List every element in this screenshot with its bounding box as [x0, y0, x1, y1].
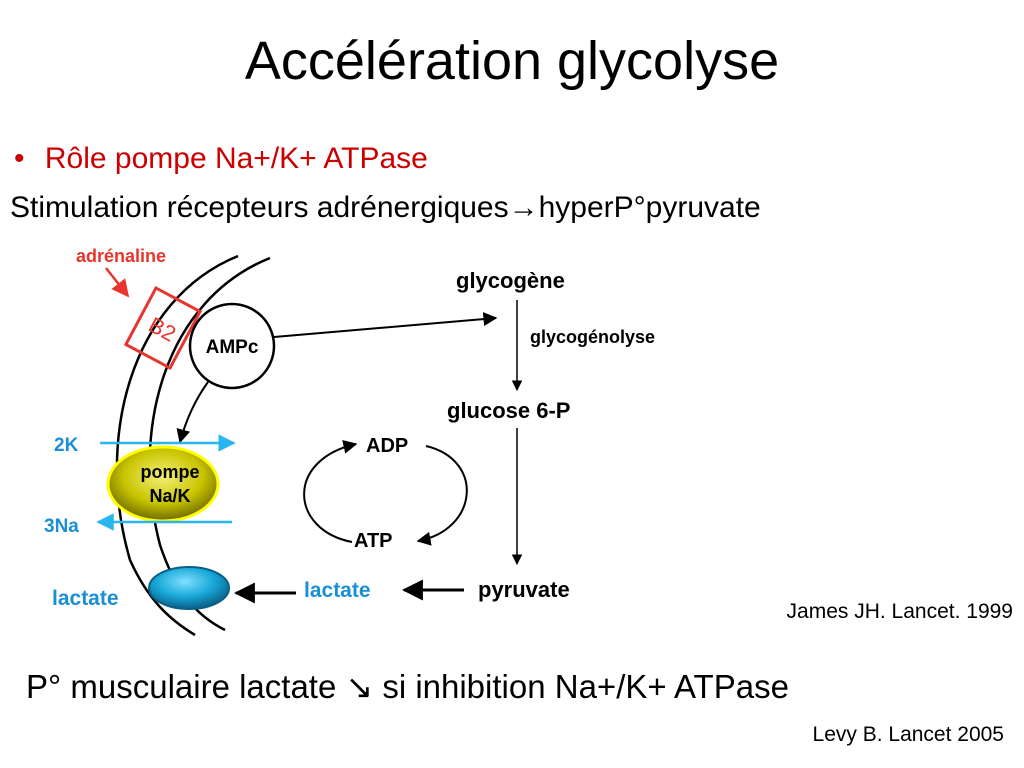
atp-to-adp-arc	[303, 439, 358, 543]
adrenaline-arrow	[105, 267, 130, 298]
g6p-label: glucose 6-P	[447, 398, 570, 423]
lactate-transporter	[148, 566, 230, 610]
reference-levy: Levy B. Lancet 2005	[812, 723, 1004, 746]
adp-to-atp-arc	[416, 445, 468, 546]
conclusion-text: P° musculaire lactate ↘ si inhibition Na…	[26, 668, 789, 705]
ampc-circle	[188, 302, 276, 390]
ampc-to-pump-arrow	[176, 381, 209, 444]
bullet-marker: •	[14, 142, 25, 175]
lactate-outside-label: lactate	[52, 587, 119, 610]
reference-james: James JH. Lancet. 1999	[786, 600, 1013, 623]
na-label: 3Na	[44, 516, 79, 537]
pump-label-line1: pompe	[140, 462, 199, 482]
slide-title: Accélération glycolyse	[244, 31, 780, 91]
pump-label-line2: Na/K	[149, 486, 190, 506]
bullet-text: Rôle pompe Na+/K+ ATPase	[44, 142, 428, 175]
k-label: 2K	[54, 435, 79, 456]
ampc-to-glycogen-arrow	[273, 312, 498, 338]
b2-label: B2	[145, 312, 181, 347]
glycogenolysis-label: glycogénolyse	[530, 327, 655, 347]
glycogen-label: glycogène	[456, 268, 565, 293]
ampc-label: AMPc	[206, 337, 259, 358]
bullet-point: • Rôle pompe Na+/K+ ATPase	[14, 142, 428, 176]
atp-label: ATP	[354, 530, 393, 552]
subtitle-line: Stimulation récepteurs adrénergiques→hyp…	[10, 191, 761, 224]
lactate-inside-label: lactate	[304, 579, 371, 602]
adrenaline-label: adrénaline	[76, 246, 166, 266]
pump-na-k	[106, 445, 220, 523]
adp-label: ADP	[366, 435, 408, 457]
b2-receptor: B2	[123, 285, 203, 371]
pyruvate-label: pyruvate	[478, 577, 570, 602]
